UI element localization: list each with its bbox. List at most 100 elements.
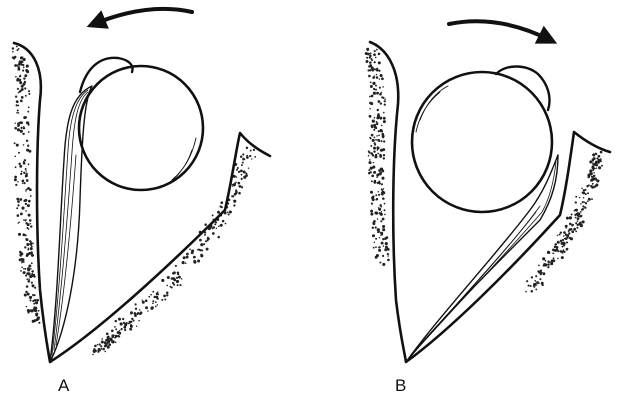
stipple-dot bbox=[23, 77, 25, 79]
stipple-dot bbox=[191, 249, 194, 252]
stipple-dot bbox=[128, 323, 129, 324]
stipple-dot bbox=[241, 164, 243, 166]
stipple-dot bbox=[530, 285, 532, 287]
stipple-dot bbox=[384, 203, 386, 205]
stipple-dot bbox=[148, 296, 150, 298]
stipple-dot bbox=[383, 245, 385, 247]
stipple-dot bbox=[378, 53, 381, 56]
stipple-dot bbox=[17, 128, 20, 131]
stipple-dot bbox=[368, 150, 370, 152]
stipple-dot bbox=[104, 345, 106, 347]
stipple-dot bbox=[28, 214, 31, 217]
stipple-dot bbox=[14, 142, 16, 144]
stipple-dot bbox=[189, 248, 191, 250]
stipple-dot bbox=[382, 97, 384, 99]
stipple-dot bbox=[25, 210, 27, 212]
stipple-dot bbox=[562, 246, 564, 248]
stipple-dot bbox=[245, 172, 247, 174]
stipple-dot bbox=[378, 181, 380, 183]
stipple-dot bbox=[566, 248, 569, 251]
stipple-dot bbox=[236, 169, 238, 171]
stipple-dot bbox=[379, 93, 382, 96]
stipple-dot bbox=[200, 249, 202, 251]
stipple-dot bbox=[24, 199, 27, 202]
stipple-dot bbox=[565, 238, 567, 240]
stipple-dot bbox=[26, 243, 29, 246]
stipple-dot bbox=[540, 273, 542, 275]
stipple-dot bbox=[22, 180, 25, 183]
stipple-dot bbox=[542, 272, 545, 275]
stipple-dot bbox=[380, 140, 382, 142]
stipple-dot bbox=[573, 228, 575, 230]
stipple-dot bbox=[378, 249, 381, 252]
stipple-dot bbox=[368, 161, 371, 164]
stipple-dot bbox=[557, 235, 558, 236]
stipple-dot bbox=[28, 278, 30, 280]
stipple-dot bbox=[374, 126, 377, 129]
stipple-dot bbox=[32, 242, 34, 244]
stipple-dot bbox=[531, 276, 533, 278]
stipple-dot bbox=[378, 191, 380, 193]
stipple-dot bbox=[30, 195, 32, 197]
stipple-dot bbox=[177, 272, 180, 275]
rotation-arrow-clockwise bbox=[449, 21, 550, 40]
stipple-dot bbox=[155, 301, 157, 303]
stipple-dot bbox=[24, 268, 26, 270]
stipple-dot bbox=[152, 291, 154, 293]
stipple-dot bbox=[228, 213, 230, 215]
stipple-dot bbox=[575, 230, 577, 232]
stipple-dot bbox=[145, 306, 148, 309]
stipple-dot bbox=[559, 233, 561, 235]
panel-a bbox=[12, 9, 270, 362]
stipple-dot bbox=[569, 216, 572, 219]
stipple-dot bbox=[21, 96, 24, 99]
stipple-dot bbox=[204, 234, 206, 236]
stipple-dot bbox=[592, 176, 593, 177]
stipple-dot bbox=[97, 344, 98, 345]
stipple-dot bbox=[34, 308, 37, 311]
stipple-dot bbox=[115, 328, 117, 330]
stipple-dot bbox=[376, 116, 379, 119]
stipple-dot bbox=[25, 95, 27, 97]
stipple-dot bbox=[24, 246, 26, 248]
stipple-dot bbox=[377, 109, 379, 111]
stipple-dot bbox=[162, 279, 164, 281]
stipple-dot bbox=[566, 217, 569, 220]
stipple-dot bbox=[580, 215, 582, 217]
panel-b bbox=[365, 21, 610, 362]
stipple-dot bbox=[27, 280, 30, 283]
stipple-dot bbox=[373, 162, 374, 163]
stipple-dot bbox=[377, 153, 379, 155]
stipple-dot bbox=[212, 232, 215, 235]
stipple-dot bbox=[568, 232, 570, 234]
stipple-dot bbox=[20, 213, 22, 215]
stipple-dot bbox=[592, 165, 595, 168]
stipple-dot bbox=[248, 167, 249, 168]
stipple-dot bbox=[242, 153, 244, 155]
stipple-dot bbox=[379, 262, 381, 264]
stipple-dot bbox=[14, 64, 17, 67]
stipple-dot bbox=[30, 309, 33, 312]
stipple-dot bbox=[133, 312, 136, 315]
stipple-dot bbox=[371, 196, 374, 199]
muscle-a bbox=[50, 86, 92, 362]
stipple-dot bbox=[227, 211, 229, 213]
stipple-dot bbox=[591, 172, 593, 174]
stipple-dot bbox=[378, 169, 380, 171]
stipple-dot bbox=[222, 220, 225, 223]
stipple-dot bbox=[542, 257, 545, 260]
stipple-dot bbox=[241, 178, 243, 180]
stipple-dot bbox=[19, 165, 22, 168]
stipple-dot bbox=[139, 309, 140, 310]
stipple-dot bbox=[373, 92, 376, 95]
stipple-dot bbox=[25, 203, 27, 205]
stipple-dot bbox=[197, 249, 199, 251]
panel-label-a: A bbox=[58, 377, 69, 394]
stipple-dot bbox=[243, 171, 246, 174]
stipple-dot bbox=[571, 230, 574, 233]
stipple-dot bbox=[374, 75, 376, 77]
stipple-dot bbox=[383, 154, 385, 156]
stipple-dot bbox=[384, 103, 386, 105]
stipple-dot bbox=[18, 112, 20, 114]
stipple-dot bbox=[595, 164, 598, 167]
